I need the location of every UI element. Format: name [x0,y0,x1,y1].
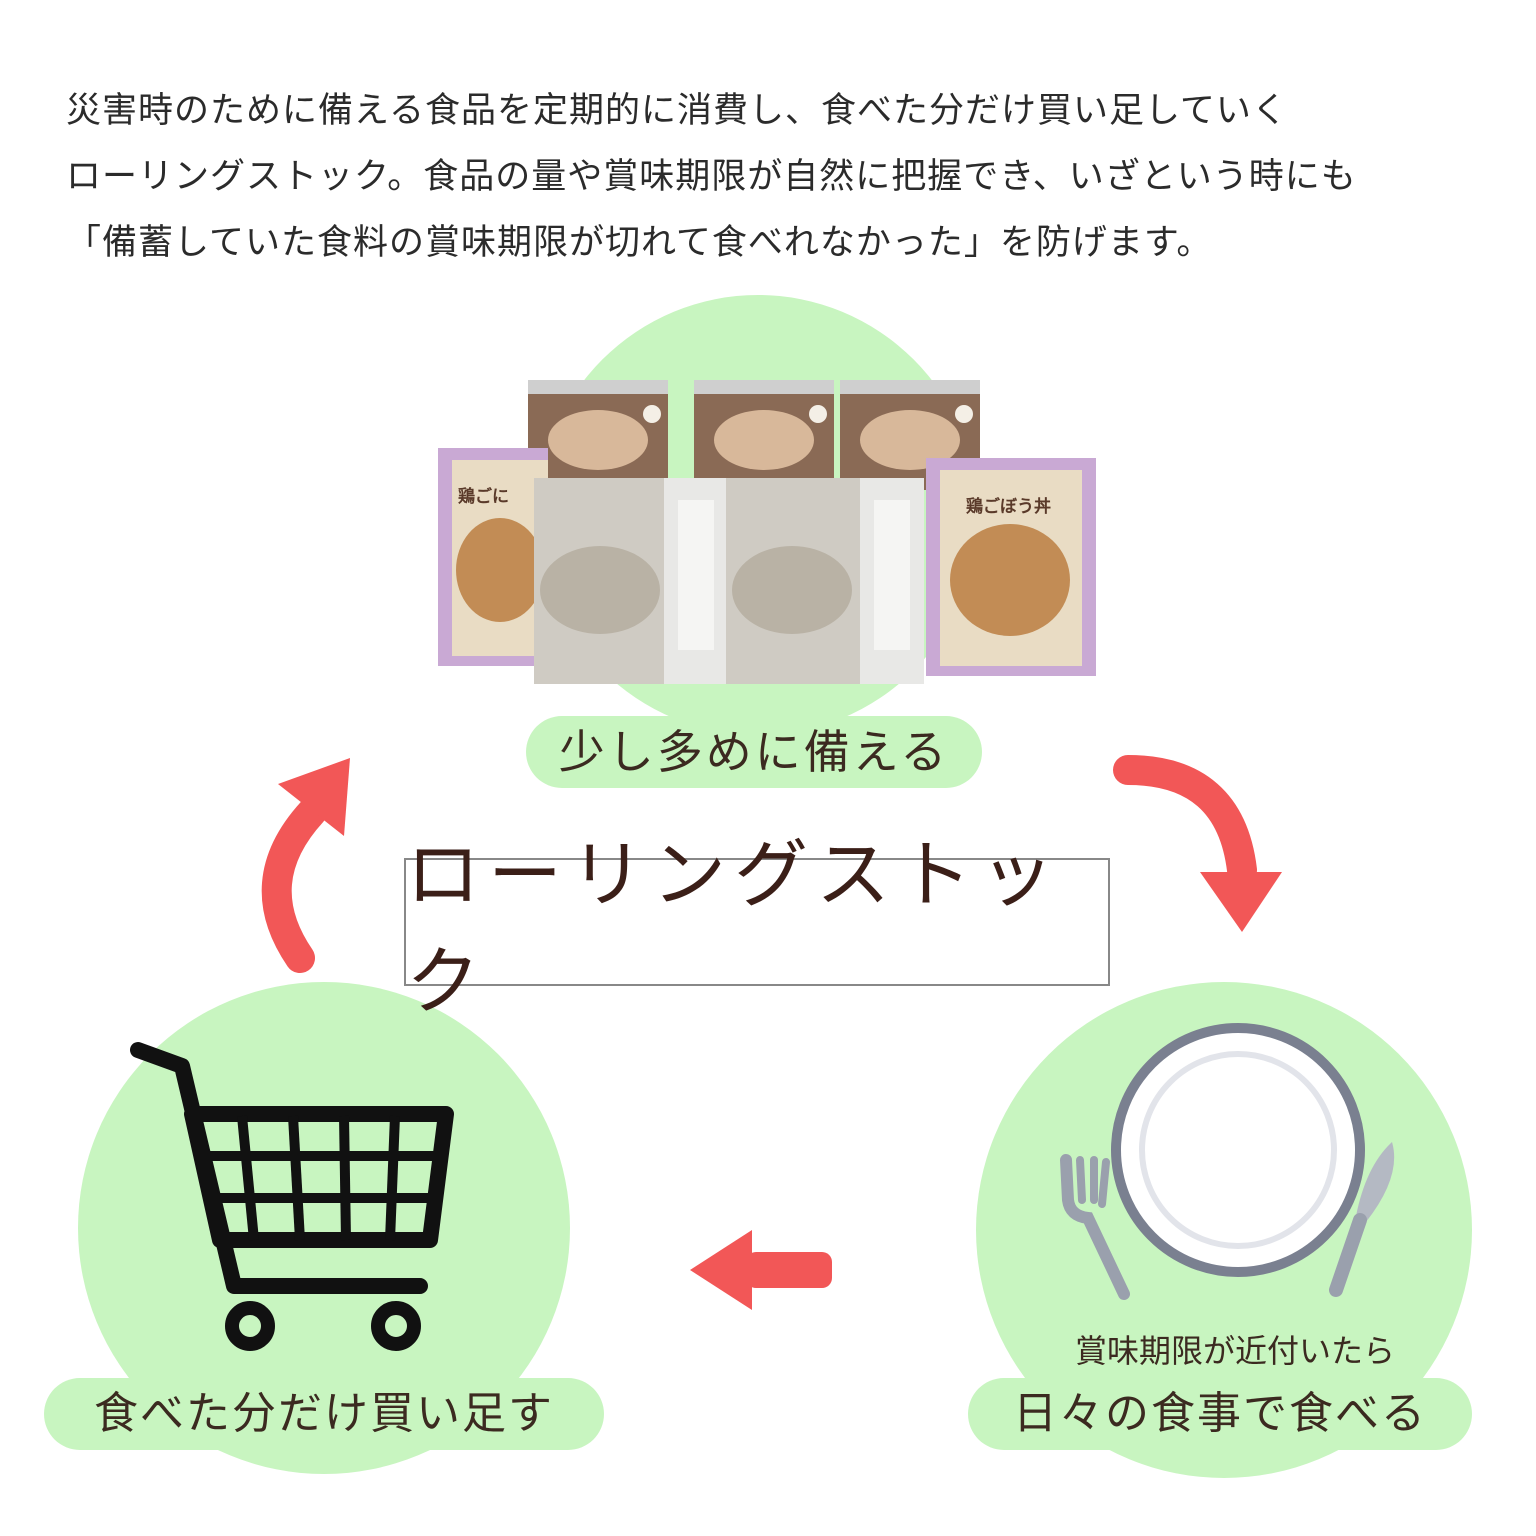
food-products-image [438,380,1096,684]
plate-icon [1111,1023,1365,1277]
intro-line-3: 「備蓄していた食料の賞味期限が切れて食べれなかった」を防げます。 [66,223,1213,263]
shopping-cart-icon [130,1042,454,1351]
food-can [694,380,834,490]
arrow-top-to-right [1113,755,1282,932]
arrow-left-to-top [261,758,350,973]
knife-icon [1329,1142,1395,1297]
food-pouch [926,458,1096,676]
top-step-label: 少し多めに備える [526,716,982,788]
center-title: ローリングストック [406,832,1062,1025]
food-pouch [534,478,728,684]
pouch-left-label: 鶏ごに [458,487,509,507]
right-step-sublabel: 賞味期限が近付いたら [1074,1332,1395,1370]
arrow-right-to-left [690,1230,832,1310]
left-step-label: 食べた分だけ買い足す [44,1378,604,1450]
center-title-box: ローリングストック [404,832,1110,1025]
food-can [528,380,668,490]
pouch-right-label: 鶏ごぼう丼 [966,497,1051,517]
intro-line-1: 災害時のために備える食品を定期的に消費し、食べた分だけ買い足していく [66,91,1288,131]
intro-line-2: ローリングストック。食品の量や賞味期限が自然に把握でき、いざという時にも [66,157,1357,197]
right-step-label: 日々の食事で食べる [968,1378,1472,1450]
food-pouch [726,478,924,684]
fork-icon [1060,1154,1130,1300]
intro-paragraph: 災害時のために備える食品を定期的に消費し、食べた分だけ買い足していく ローリング… [66,78,1506,276]
food-pouch [438,448,548,666]
